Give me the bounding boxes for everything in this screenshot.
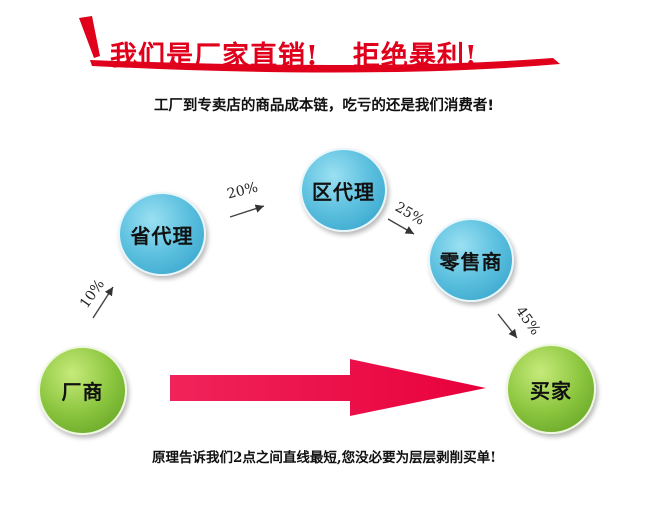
headline-part1: 我们是厂家直销! [110, 41, 319, 72]
node-retailer: 零售商 [428, 218, 514, 302]
node-buyer: 买家 [506, 344, 596, 434]
arrow-district-to-retail [387, 218, 415, 235]
headline-swoosh [79, 16, 560, 73]
node-district-agent: 区代理 [300, 148, 387, 232]
node-province-agent: 省代理 [118, 192, 206, 276]
subtitle: 工厂到专卖店的商品成本链，吃亏的还是我们消费者! [153, 98, 495, 114]
headline: 我们是厂家直销! 拒绝暴利! [110, 34, 478, 73]
arrow-factory-to-province [92, 286, 114, 319]
direct-sale-arrow [170, 359, 486, 416]
node-factory: 厂商 [38, 346, 127, 435]
swoosh-tick-left [79, 16, 100, 58]
arrow-province-to-district [229, 204, 265, 218]
arrow-retail-to-buyer [497, 313, 518, 339]
swoosh-underline [90, 58, 560, 73]
footer-note: 原理告诉我们2点之间直线最短,您没必要为层层剥削买单! [151, 450, 497, 466]
headline-part2: 拒绝暴利! [352, 41, 478, 72]
